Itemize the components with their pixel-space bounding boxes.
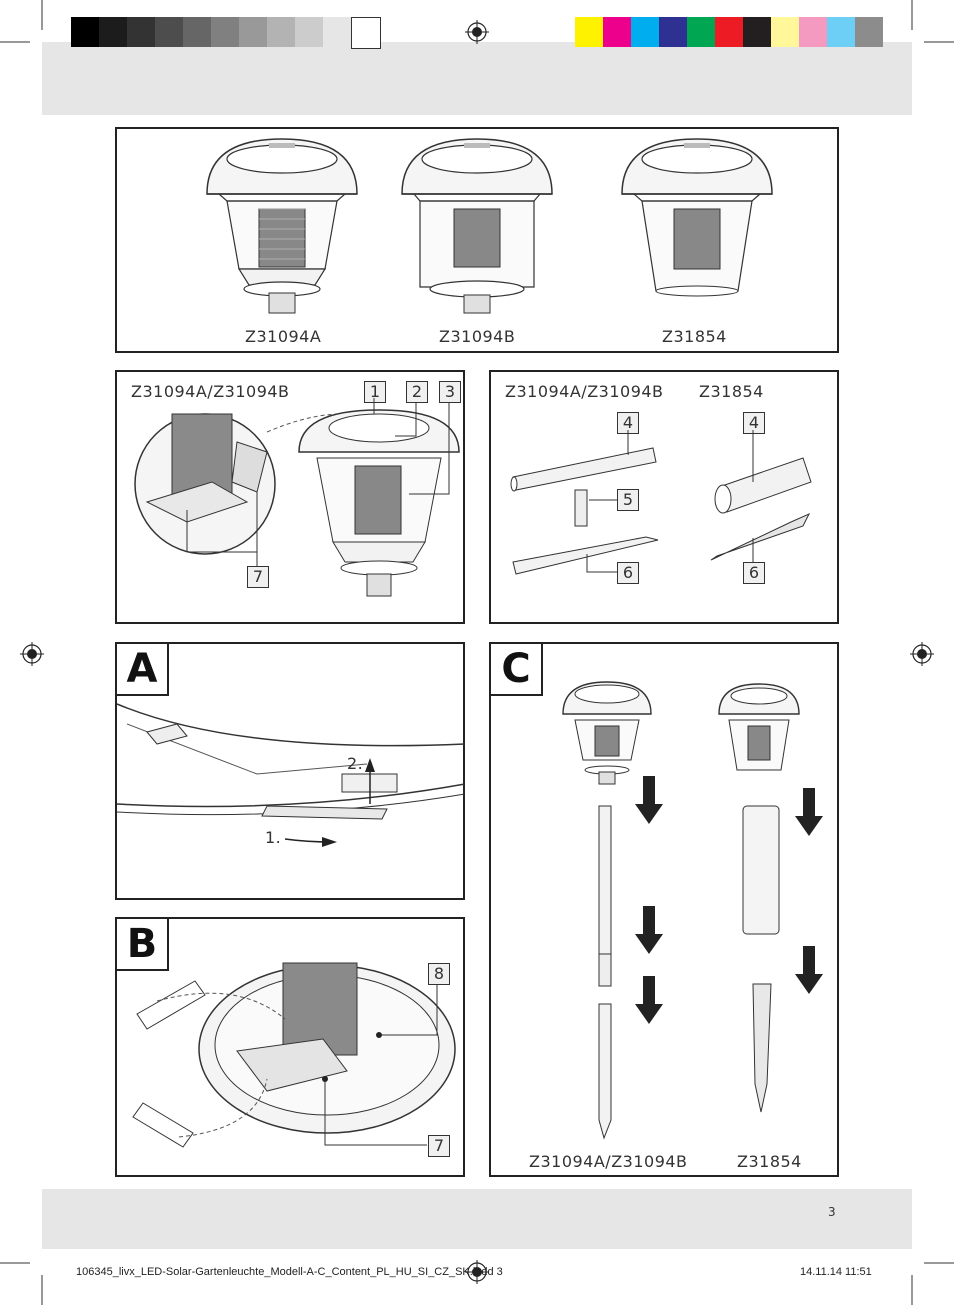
color-swatch xyxy=(575,17,603,47)
step-a-illustration xyxy=(116,703,466,847)
lamp-z31854-illustration xyxy=(621,138,773,297)
registration-mark-right xyxy=(910,642,934,666)
gray-swatch xyxy=(155,17,183,47)
gray-swatch xyxy=(71,17,99,47)
gray-swatch xyxy=(239,17,267,47)
model-label-z31094a: Z31094A xyxy=(245,327,322,346)
step-a-label-2: 2. xyxy=(347,754,364,773)
step-c-label-left: Z31094A/Z31094B xyxy=(529,1152,688,1171)
callout-7: 7 xyxy=(247,566,269,588)
callout-5: 5 xyxy=(617,489,639,511)
callout-6-left: 6 xyxy=(617,562,639,584)
step-a-label-1: 1. xyxy=(265,828,282,847)
gray-swatch xyxy=(183,17,211,47)
parts-panel-stakes: Z31094A/Z31094B Z31854 4 5 6 4 6 xyxy=(489,370,839,624)
step-b-panel: 8 7 xyxy=(115,917,465,1177)
callout-3: 3 xyxy=(439,381,461,403)
step-a-panel: 2. 1. xyxy=(115,642,466,900)
callout-1: 1 xyxy=(364,381,386,403)
step-b-illustration xyxy=(132,962,456,1148)
parts-panel-lamp: Z31094A/Z31094B 1 2 3 7 xyxy=(115,370,465,624)
registration-mark-bottom xyxy=(465,1260,489,1284)
color-swatch xyxy=(715,17,743,47)
parts-panel-stakes-title-left: Z31094A/Z31094B xyxy=(505,382,664,401)
step-b-letter: B xyxy=(115,917,169,971)
gray-swatch xyxy=(295,17,323,47)
step-c-label-right: Z31854 xyxy=(737,1152,802,1171)
footer-date-time: 14.11.14 11:51 xyxy=(800,1266,872,1278)
registration-mark-left xyxy=(20,642,44,666)
color-swatch xyxy=(855,17,883,47)
models-panel: Z31094A Z31094B Z31854 xyxy=(115,127,839,353)
color-swatch xyxy=(799,17,827,47)
page-number: 3 xyxy=(828,1205,837,1219)
model-label-z31854: Z31854 xyxy=(662,327,727,346)
footer-band xyxy=(42,1189,912,1249)
lamp-detail-illustration xyxy=(134,398,460,597)
lamp-z31094b-illustration xyxy=(401,138,553,314)
callout-4-left: 4 xyxy=(617,412,639,434)
model-label-z31094b: Z31094B xyxy=(439,327,516,346)
gray-swatch xyxy=(127,17,155,47)
step-a-letter: A xyxy=(115,642,169,696)
color-swatch xyxy=(659,17,687,47)
gray-swatch xyxy=(267,17,295,47)
color-swatch xyxy=(603,17,631,47)
color-swatch xyxy=(743,17,771,47)
callout-7-b: 7 xyxy=(428,1135,450,1157)
step-c-illustration xyxy=(562,681,823,1140)
step-c-panel: Z31094A/Z31094B Z31854 xyxy=(489,642,839,1177)
callout-8: 8 xyxy=(428,963,450,985)
stakes-illustration xyxy=(510,430,812,575)
color-swatch xyxy=(827,17,855,47)
callout-6-right: 6 xyxy=(743,562,765,584)
footer-file-name: 106345_livx_LED-Solar-Gartenleuchte_Mode… xyxy=(76,1266,503,1278)
parts-panel-stakes-title-right: Z31854 xyxy=(699,382,764,401)
lamp-z31094a-illustration xyxy=(206,138,358,314)
gray-swatch xyxy=(99,17,127,47)
parts-panel-lamp-title: Z31094A/Z31094B xyxy=(131,382,290,401)
gray-swatch xyxy=(211,17,239,47)
registration-mark-top xyxy=(465,20,489,44)
callout-2: 2 xyxy=(406,381,428,403)
color-swatch xyxy=(687,17,715,47)
color-swatch xyxy=(631,17,659,47)
header-band xyxy=(42,42,912,115)
color-swatch xyxy=(771,17,799,47)
gray-swatch xyxy=(351,17,381,49)
step-c-letter: C xyxy=(489,642,543,696)
gray-swatch xyxy=(323,17,351,47)
callout-4-right: 4 xyxy=(743,412,765,434)
